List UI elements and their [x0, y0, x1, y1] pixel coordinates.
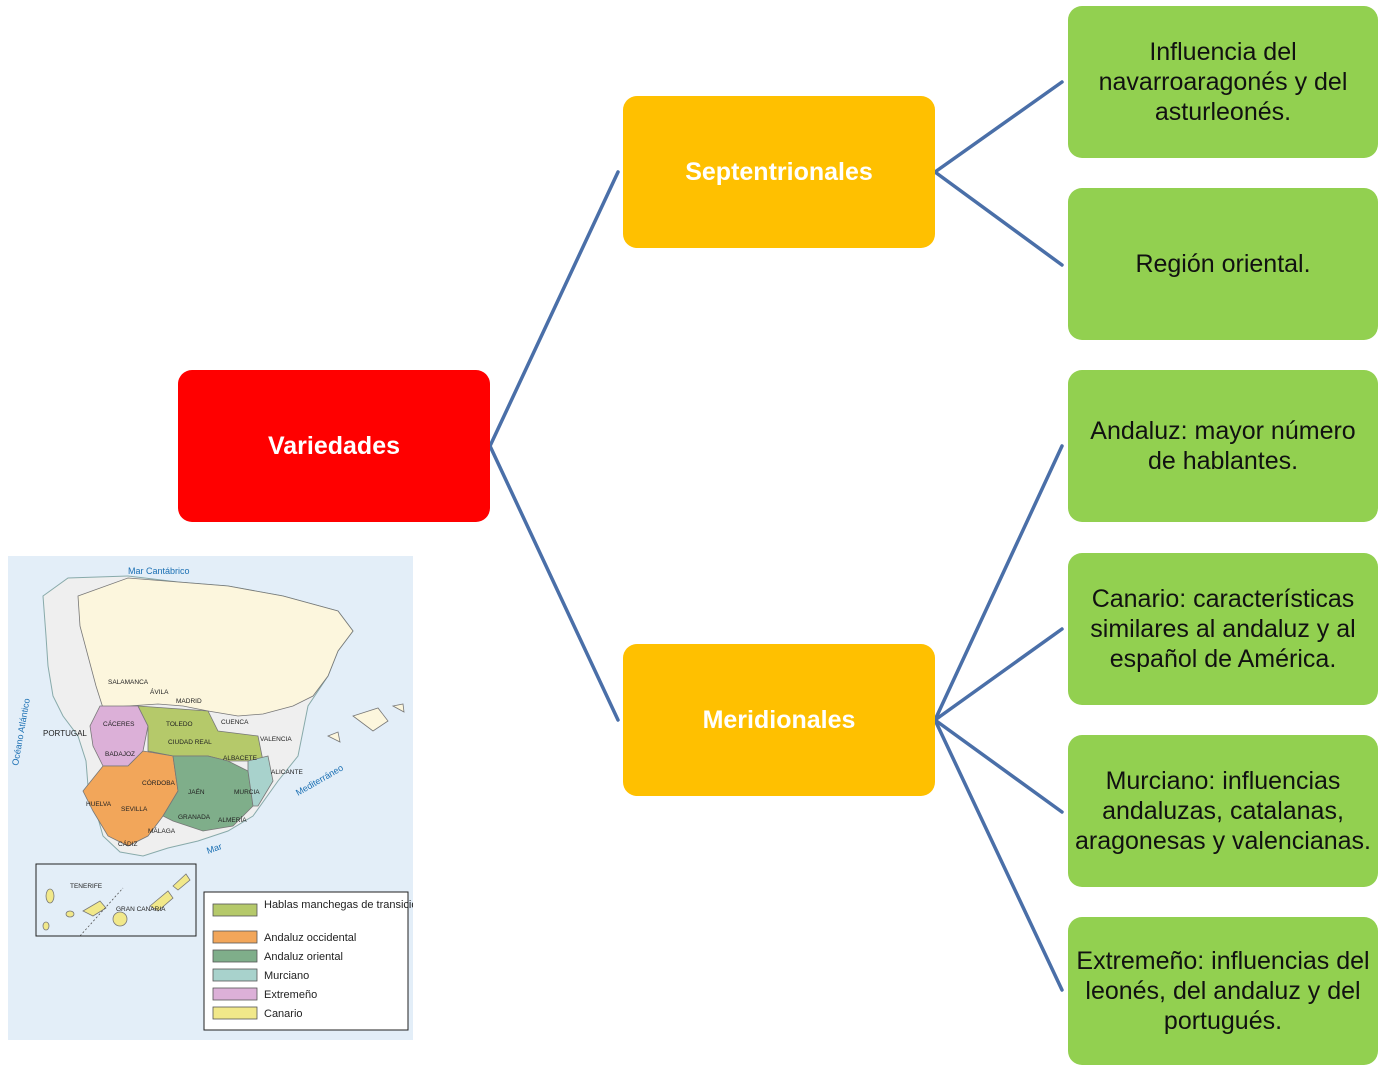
city-label: CÓRDOBA	[142, 778, 176, 787]
map-label-north-sea: Mar Cantábrico	[128, 566, 190, 576]
city-label: MURCIA	[234, 789, 260, 796]
legend-label: Extremeño	[264, 989, 317, 1001]
city-label: ÁVILA	[150, 687, 169, 696]
leaf-text: Canario: características similares al an…	[1090, 585, 1356, 673]
spain-dialect-map: Mar Cantábrico Mediterráneo Mar Océano A…	[8, 556, 413, 1040]
city-label: SEVILLA	[121, 806, 148, 813]
leaf-influencia: Influencia del navarroaragonés y del ast…	[1068, 6, 1378, 158]
legend-label: Hablas manchegas de transición	[264, 899, 413, 911]
leaf-extremeno: Extremeño: influencias del leonés, del a…	[1068, 917, 1378, 1065]
leaf-text: Influencia del navarroaragonés y del ast…	[1098, 38, 1348, 126]
legend-label: Canario	[264, 1008, 303, 1020]
map-label-south-sea: Mar	[205, 841, 223, 856]
legend-swatch	[212, 1006, 258, 1020]
city-label: CÁCERES	[103, 719, 135, 728]
city-label: JAÉN	[188, 787, 205, 796]
leaf-canario: Canario: características similares al an…	[1068, 553, 1378, 705]
island-label: TENERIFE	[70, 883, 103, 890]
leaf-murciano: Murciano: influencias andaluzas, catalan…	[1068, 735, 1378, 887]
legend-label: Andaluz occidental	[264, 932, 356, 944]
city-label: CIUDAD REAL	[168, 739, 212, 746]
legend-swatch	[212, 903, 258, 917]
leaf-text: Andaluz: mayor número de hablantes.	[1090, 417, 1356, 475]
legend-label: Murciano	[264, 970, 309, 982]
island-label: GRAN CANARIA	[116, 906, 166, 913]
city-label: BADAJOZ	[105, 751, 135, 758]
leaf-andaluz: Andaluz: mayor número de hablantes.	[1068, 370, 1378, 522]
node-septentrionales: Septentrionales	[623, 96, 935, 248]
city-label: SALAMANCA	[108, 679, 149, 686]
city-label: MADRID	[176, 698, 202, 705]
city-label: MÁLAGA	[148, 826, 176, 835]
legend-swatch	[212, 987, 258, 1001]
root-node-variedades: Variedades	[178, 370, 490, 522]
leaf-text: Región oriental.	[1135, 250, 1311, 278]
branch-label: Septentrionales	[685, 157, 873, 186]
city-label: ALBACETE	[223, 755, 258, 762]
city-label: HUELVA	[86, 801, 112, 808]
leaf-text: Extremeño: influencias del leonés, del a…	[1076, 947, 1370, 1035]
legend-swatch	[212, 930, 258, 944]
city-label: ALMERÍA	[218, 815, 247, 824]
legend-swatch	[212, 949, 258, 963]
city-label: VALENCIA	[260, 736, 292, 743]
map-label-country: PORTUGAL	[43, 729, 87, 738]
city-label: TOLEDO	[166, 721, 193, 728]
city-label: GRANADA	[178, 814, 211, 821]
node-meridionales: Meridionales	[623, 644, 935, 796]
branch-label: Meridionales	[702, 705, 856, 734]
city-label: CÁDIZ	[118, 839, 138, 848]
leaf-region-oriental: Región oriental.	[1068, 188, 1378, 340]
legend-label: Andaluz oriental	[264, 951, 343, 963]
legend-swatch	[212, 968, 258, 982]
city-label: CUENCA	[221, 719, 249, 726]
root-label: Variedades	[267, 431, 401, 460]
leaf-text: Murciano: influencias andaluzas, catalan…	[1074, 767, 1372, 855]
city-label: ALICANTE	[271, 769, 303, 776]
